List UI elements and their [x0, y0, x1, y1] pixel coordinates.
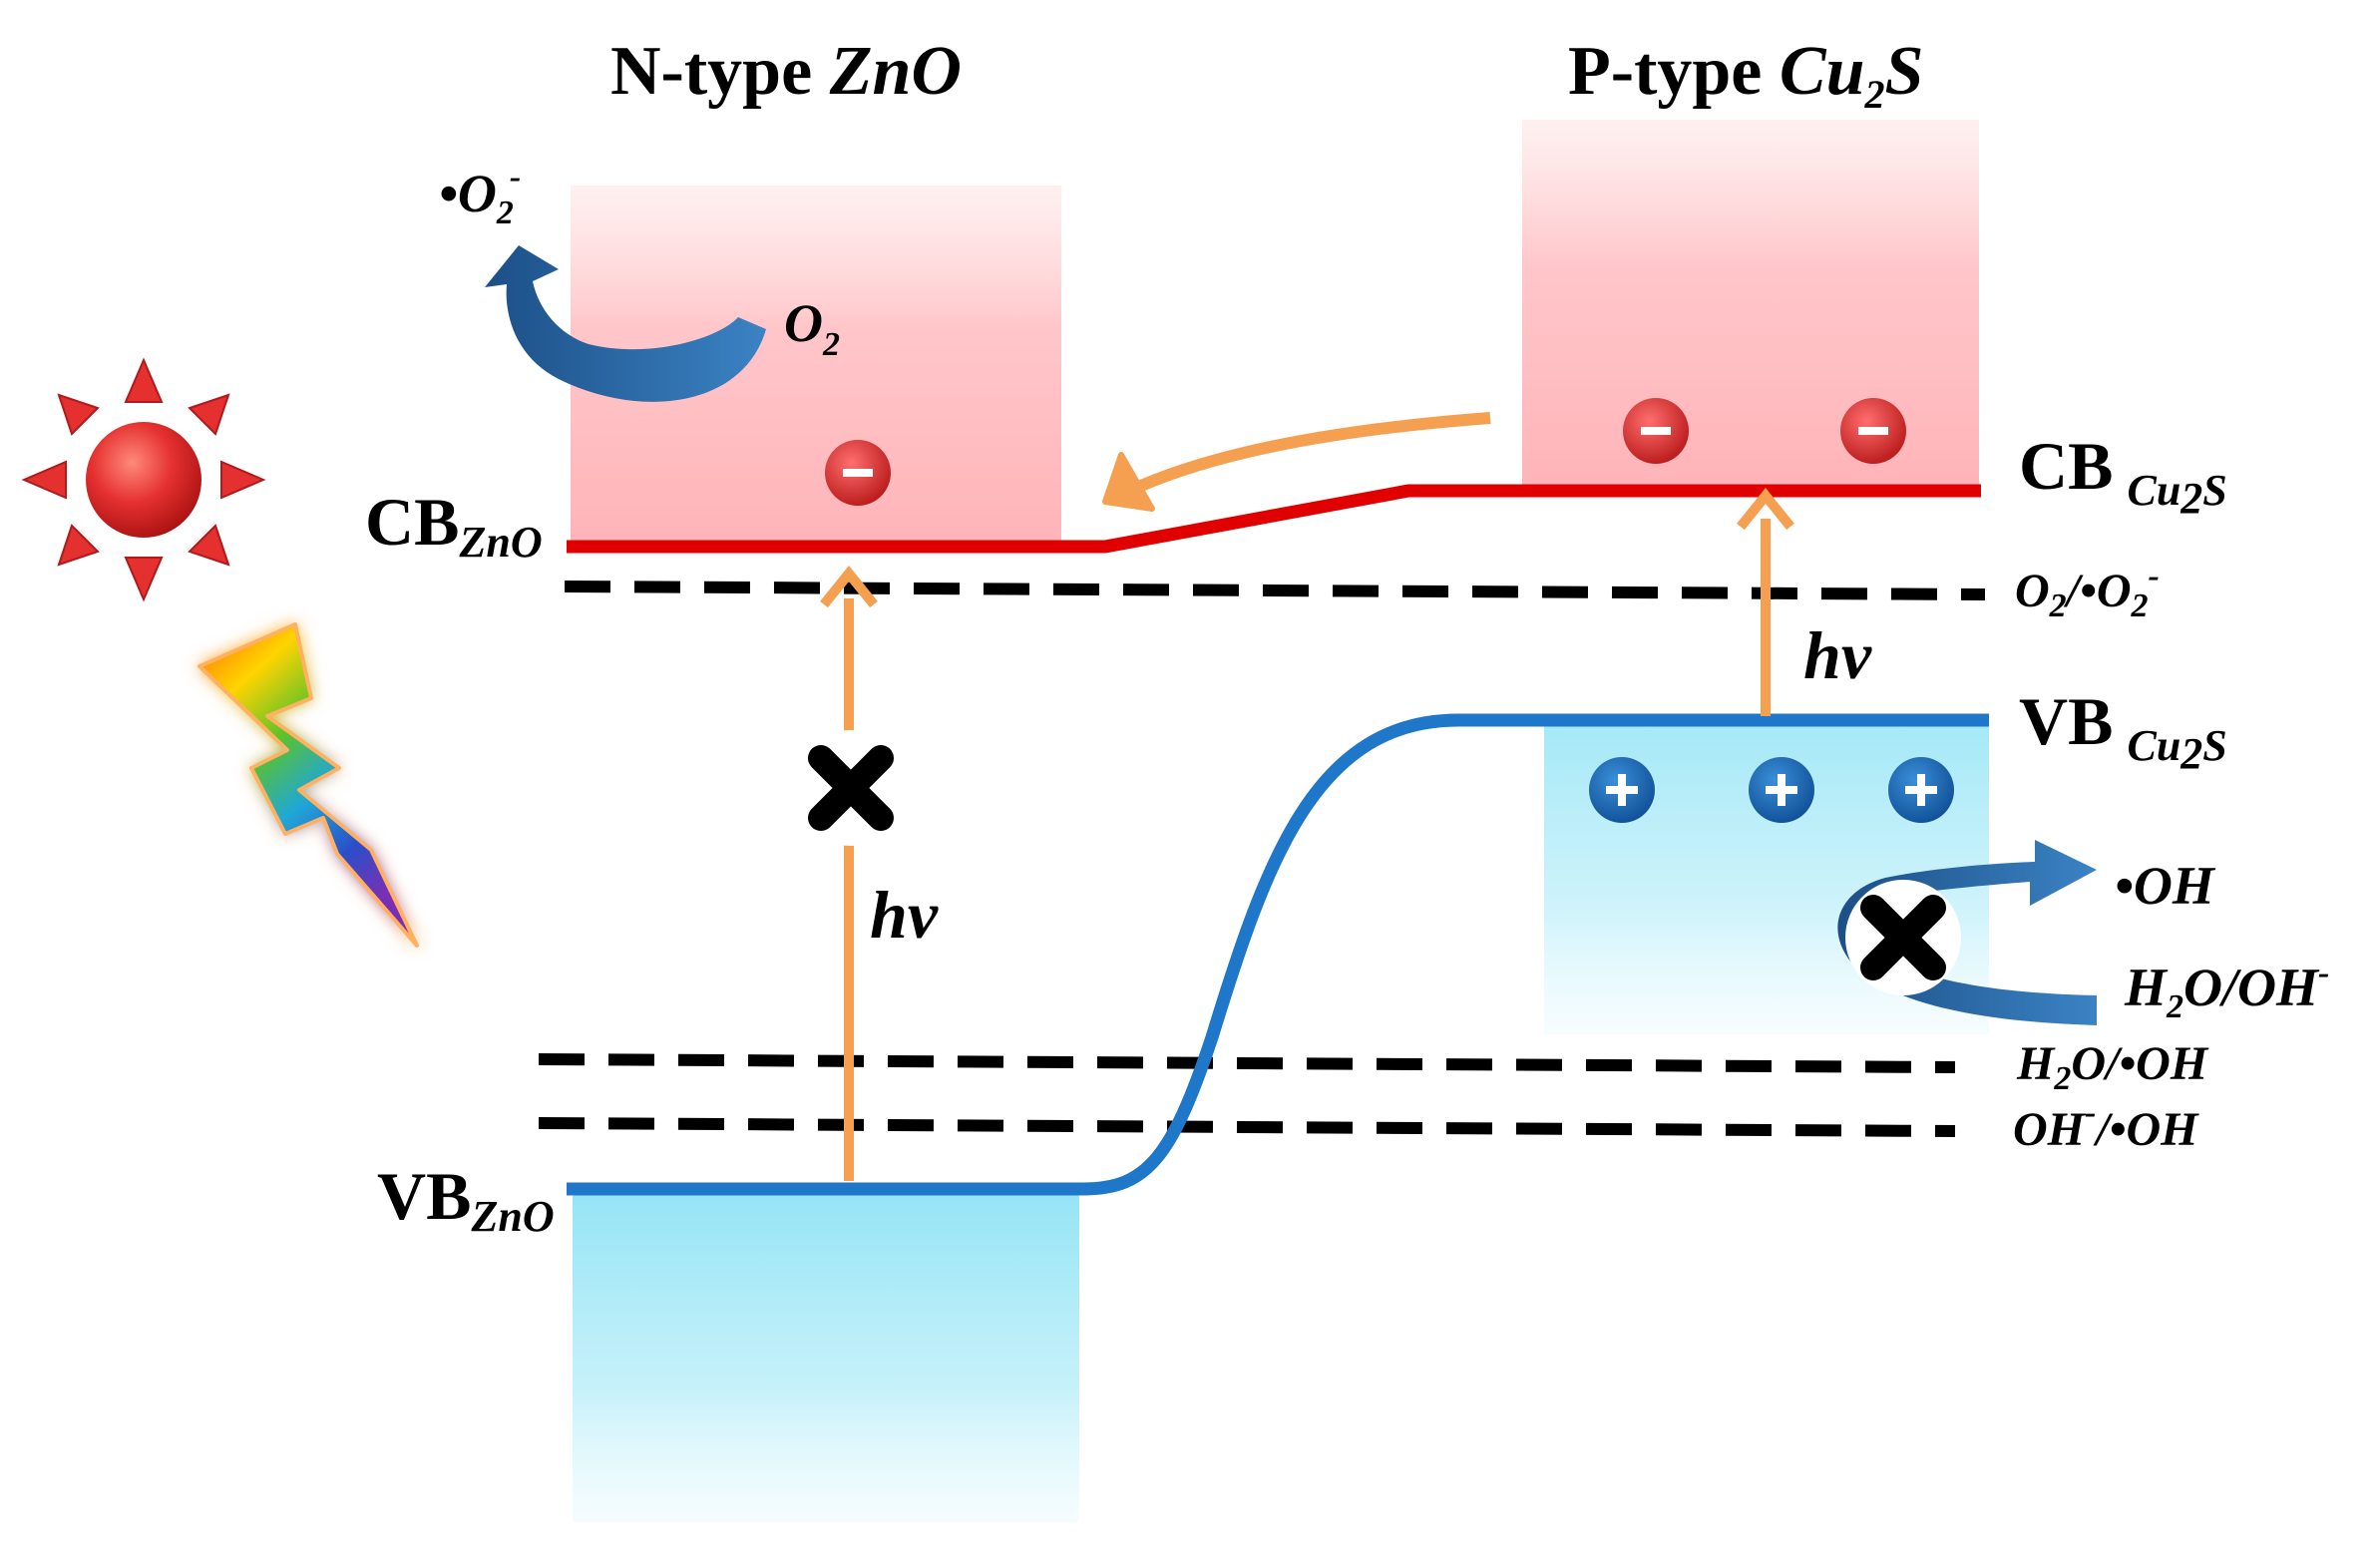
- vb-line: [567, 713, 1989, 1196]
- label-vb-zno: VBZnO: [377, 1158, 555, 1241]
- zno-excitation-arrowhead: [820, 566, 878, 608]
- cb-line: [567, 484, 1981, 554]
- electron-marker: [825, 440, 891, 506]
- hole-marker: [1589, 757, 1655, 823]
- hole-marker: [1749, 757, 1814, 823]
- h2o-potential-line: [538, 1053, 1956, 1073]
- label-h2o-potential: H2O/•OH: [2016, 1037, 2209, 1097]
- electron-marker: [1623, 398, 1689, 464]
- label-o2-potential: O2/•O2-: [2015, 558, 2160, 624]
- cus-excitation-arrowhead: [1737, 488, 1794, 531]
- label-water: H2O/OH-: [2124, 955, 2329, 1025]
- label-hydroxyl: •OH: [2115, 856, 2216, 916]
- label-cb-zno: CBZnO: [365, 484, 543, 567]
- electron-transfer-arrowhead: [1102, 452, 1155, 512]
- o2-potential-line: [564, 581, 1986, 600]
- blocked-x-icon: [793, 730, 909, 846]
- label-hv-right: hv: [1803, 617, 1872, 693]
- label-superoxide: •O2-: [439, 159, 521, 231]
- label-oxygen: O2: [784, 293, 840, 363]
- label-oh-potential: OH-/•OH: [2013, 1094, 2199, 1156]
- oh-potential-line: [538, 1117, 1956, 1137]
- electron-transfer-arrow: [1114, 412, 1491, 503]
- electron-marker: [1840, 398, 1906, 464]
- lightning-icon: [198, 622, 419, 948]
- label-hv-left: hv: [870, 877, 939, 953]
- blocked-x-icon: [1845, 880, 1961, 995]
- title-p-type-cu2s: P-type Cu2S: [1568, 33, 1923, 117]
- cus-cb-region: [1522, 120, 1979, 489]
- superoxide-curved-arrow: [485, 245, 766, 402]
- sun-icon: [21, 357, 266, 602]
- zno-vb-region: [573, 1193, 1079, 1522]
- title-n-type-zno: N-type ZnO: [610, 33, 962, 110]
- hole-marker: [1888, 757, 1954, 823]
